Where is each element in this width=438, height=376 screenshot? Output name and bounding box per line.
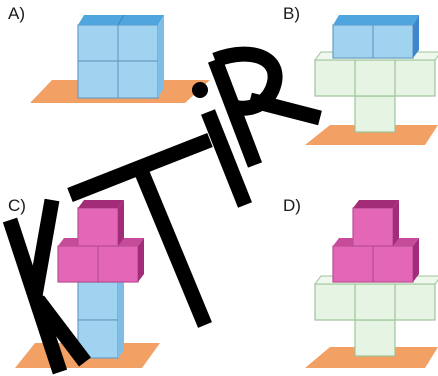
green-column-d — [354, 319, 396, 357]
green-row-b — [314, 59, 436, 97]
pink-top-c — [77, 207, 119, 247]
figure-b — [305, 15, 438, 145]
pink-top-d — [352, 207, 394, 247]
option-c-label: C) — [8, 196, 26, 215]
blue-column-c — [77, 281, 119, 321]
cube-stack-a-side — [158, 15, 164, 98]
base-plate-b — [305, 125, 438, 145]
option-b-label: B) — [283, 4, 300, 23]
option-a-label: A) — [8, 4, 25, 23]
figure-c — [15, 200, 160, 368]
option-d-label: D) — [283, 196, 301, 215]
green-column-b — [354, 95, 396, 133]
watermark — [2, 46, 322, 375]
figure-a — [30, 14, 210, 103]
base-plate-d — [305, 347, 438, 368]
green-row-d — [314, 283, 436, 321]
figure-d — [305, 200, 438, 368]
